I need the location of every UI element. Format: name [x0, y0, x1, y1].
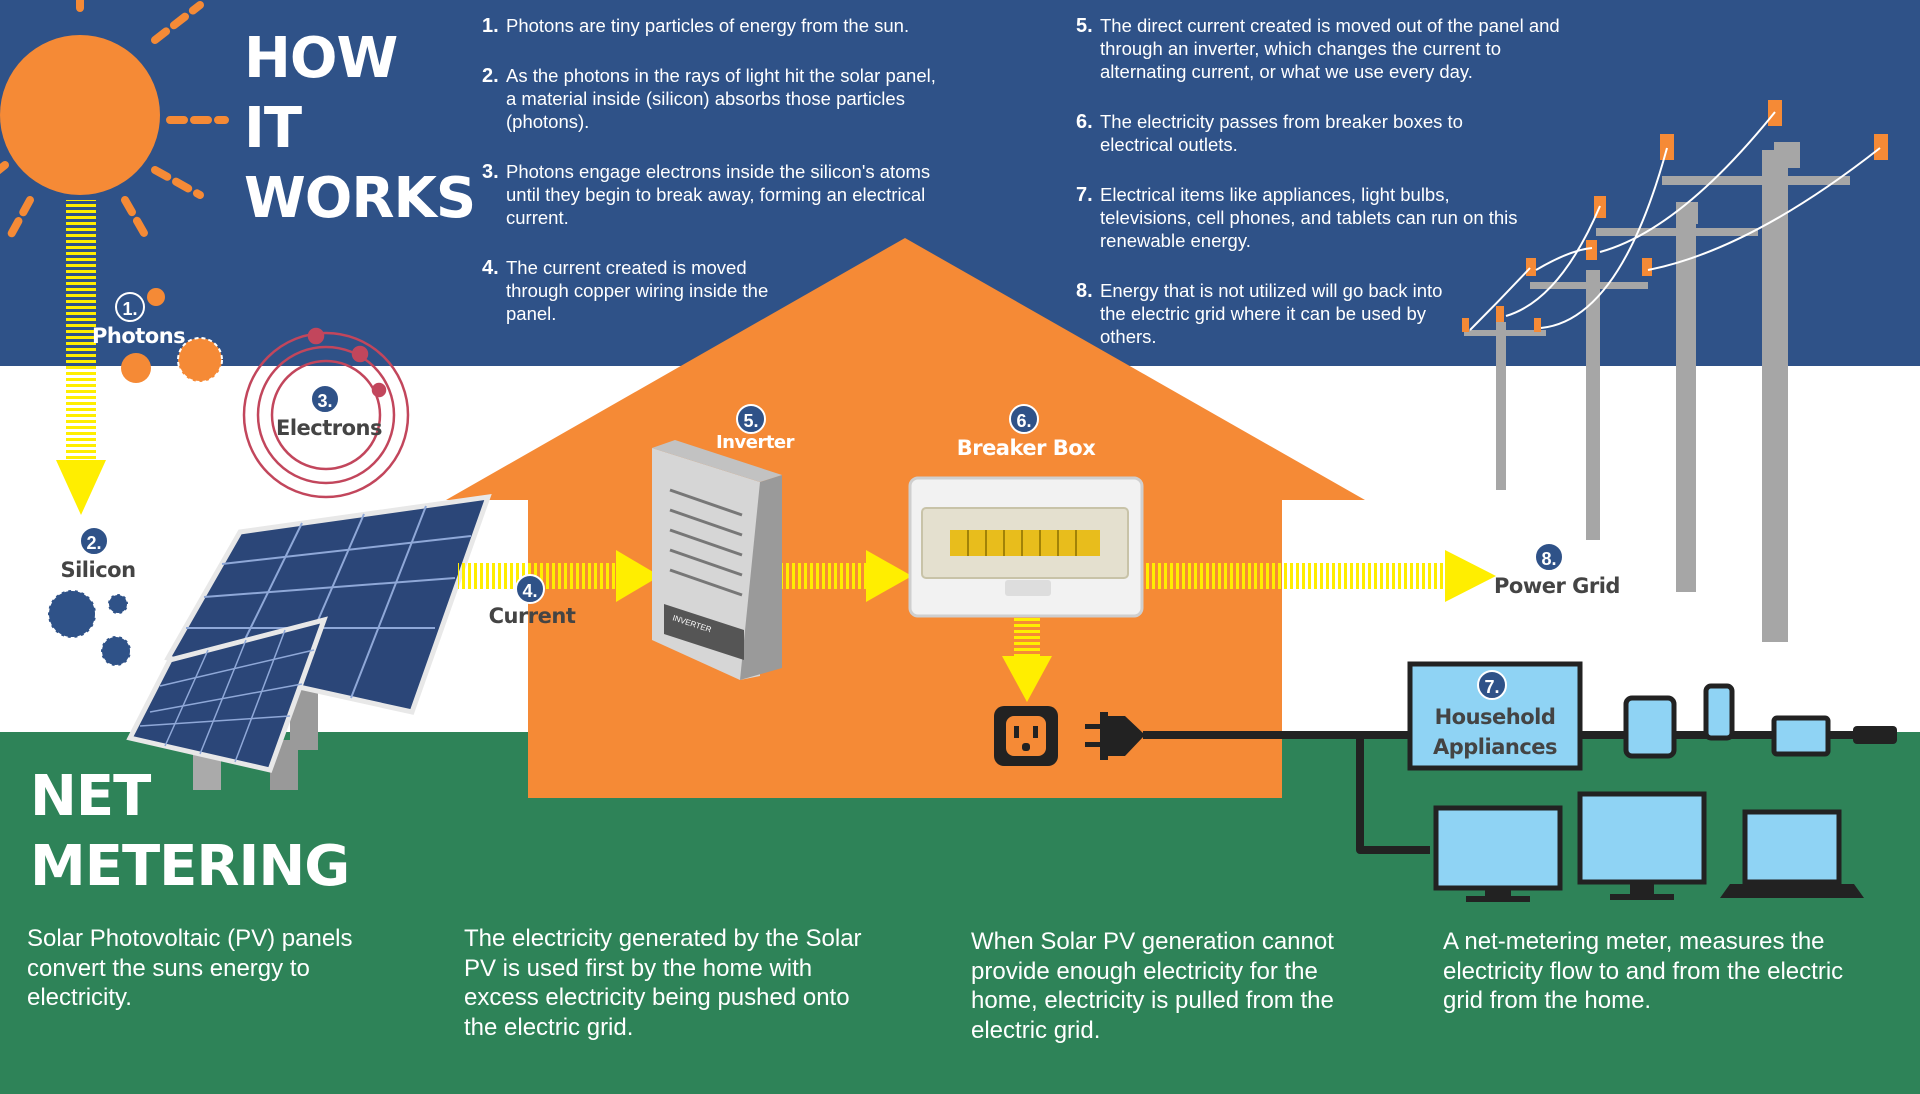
title-line-how: HOW	[244, 26, 398, 91]
step-text: The electricity passes from breaker boxe…	[1100, 111, 1463, 155]
current-badge: 4.	[515, 574, 545, 604]
step-item: 4. The current created is moved through …	[482, 256, 796, 325]
step-item: 3. Photons engage electrons inside the s…	[482, 160, 936, 229]
step-text: As the photons in the rays of light hit …	[506, 65, 936, 132]
appliances-label: Household Appliances	[1420, 702, 1570, 762]
step-text: The current created is moved through cop…	[506, 257, 769, 324]
breaker-box-label: Breaker Box	[956, 436, 1096, 460]
plug-end-icon	[1853, 726, 1897, 744]
power-pole-icon	[1462, 100, 1888, 642]
laptop-icon	[1742, 809, 1842, 885]
title-line-works: WORKS	[244, 166, 476, 231]
current-arrow	[458, 550, 1496, 702]
step-number: 1.	[482, 15, 499, 37]
step-number: 3.	[482, 161, 499, 183]
electrons-label: Electrons	[276, 416, 383, 440]
step-item: 6. The electricity passes from breaker b…	[1076, 110, 1490, 156]
phone-icon	[1703, 683, 1735, 741]
step-item: 2. As the photons in the rays of light h…	[482, 64, 936, 133]
appliances-badge: 7.	[1477, 670, 1507, 700]
title-line-metering: METERING	[30, 834, 350, 899]
small-tablet-icon	[1771, 715, 1831, 757]
steps-list-left: 1. Photons are tiny particles of energy …	[482, 14, 952, 352]
title-line-net: NET	[30, 764, 151, 829]
plug-icon	[1085, 712, 1145, 760]
inverter-badge: 5.	[736, 404, 766, 434]
step-number: 5.	[1076, 15, 1093, 37]
photon-beam	[56, 200, 106, 515]
sun-icon	[0, 0, 229, 244]
breaker-box-icon	[908, 476, 1144, 618]
step-text: The direct current created is moved out …	[1100, 15, 1560, 82]
electrons-badge: 3.	[310, 384, 340, 414]
step-number: 7.	[1076, 184, 1093, 206]
tablet-icon	[1623, 695, 1677, 759]
current-label: Current	[488, 604, 576, 628]
step-item: 5. The direct current created is moved o…	[1076, 14, 1580, 83]
step-item: 1. Photons are tiny particles of energy …	[482, 14, 976, 37]
step-item: 7. Electrical items like appliances, lig…	[1076, 183, 1520, 252]
net-metering-text-4: A net-metering meter, measures the elect…	[1443, 928, 1844, 1014]
how-it-works-title: HOW IT WORKS	[244, 24, 476, 234]
appliances-label-line1: Household	[1434, 705, 1556, 729]
steps-list-right: 5. The direct current created is moved o…	[1076, 14, 1576, 375]
photons-badge: 1.	[115, 292, 145, 322]
step-text: Photons engage electrons inside the sili…	[506, 161, 931, 228]
electrons-icon	[242, 327, 410, 499]
appliances-label-line2: Appliances	[1432, 735, 1558, 759]
inverter-icon: INVERTER	[652, 440, 782, 680]
photon-particles-icon	[121, 288, 223, 383]
outlet-icon	[994, 706, 1058, 766]
step-number: 6.	[1076, 111, 1093, 133]
step-number: 2.	[482, 65, 499, 87]
net-metering-text-2: The electricity generated by the Solar P…	[464, 925, 862, 1041]
monitor-icon	[1433, 805, 1563, 891]
step-number: 8.	[1076, 280, 1093, 302]
silicon-badge: 2.	[79, 526, 109, 556]
silicon-label: Silicon	[60, 558, 136, 582]
breaker-box-badge: 6.	[1009, 404, 1039, 434]
step-number: 4.	[482, 257, 499, 279]
step-item: 8. Energy that is not utilized will go b…	[1076, 279, 1460, 348]
step-text: Electrical items like appliances, light …	[1100, 184, 1518, 251]
silicon-icon	[47, 589, 132, 667]
net-metering-text-1: Solar Photovoltaic (PV) panels convert t…	[27, 925, 353, 1011]
title-line-it: IT	[244, 96, 302, 161]
desktop-icon	[1577, 791, 1707, 885]
net-metering-text-3: When Solar PV generation cannot provide …	[971, 928, 1334, 1044]
step-text: Energy that is not utilized will go back…	[1100, 280, 1443, 347]
step-text: Photons are tiny particles of energy fro…	[506, 15, 910, 36]
appliances-icon	[1407, 661, 1897, 902]
power-grid-label: Power Grid	[1494, 574, 1620, 598]
photons-label: Photons	[92, 324, 186, 348]
power-grid-badge: 8.	[1534, 542, 1564, 572]
net-metering-title: NET METERING	[30, 762, 350, 902]
inverter-label: Inverter	[715, 432, 795, 453]
solar-panel-icon	[126, 493, 492, 790]
